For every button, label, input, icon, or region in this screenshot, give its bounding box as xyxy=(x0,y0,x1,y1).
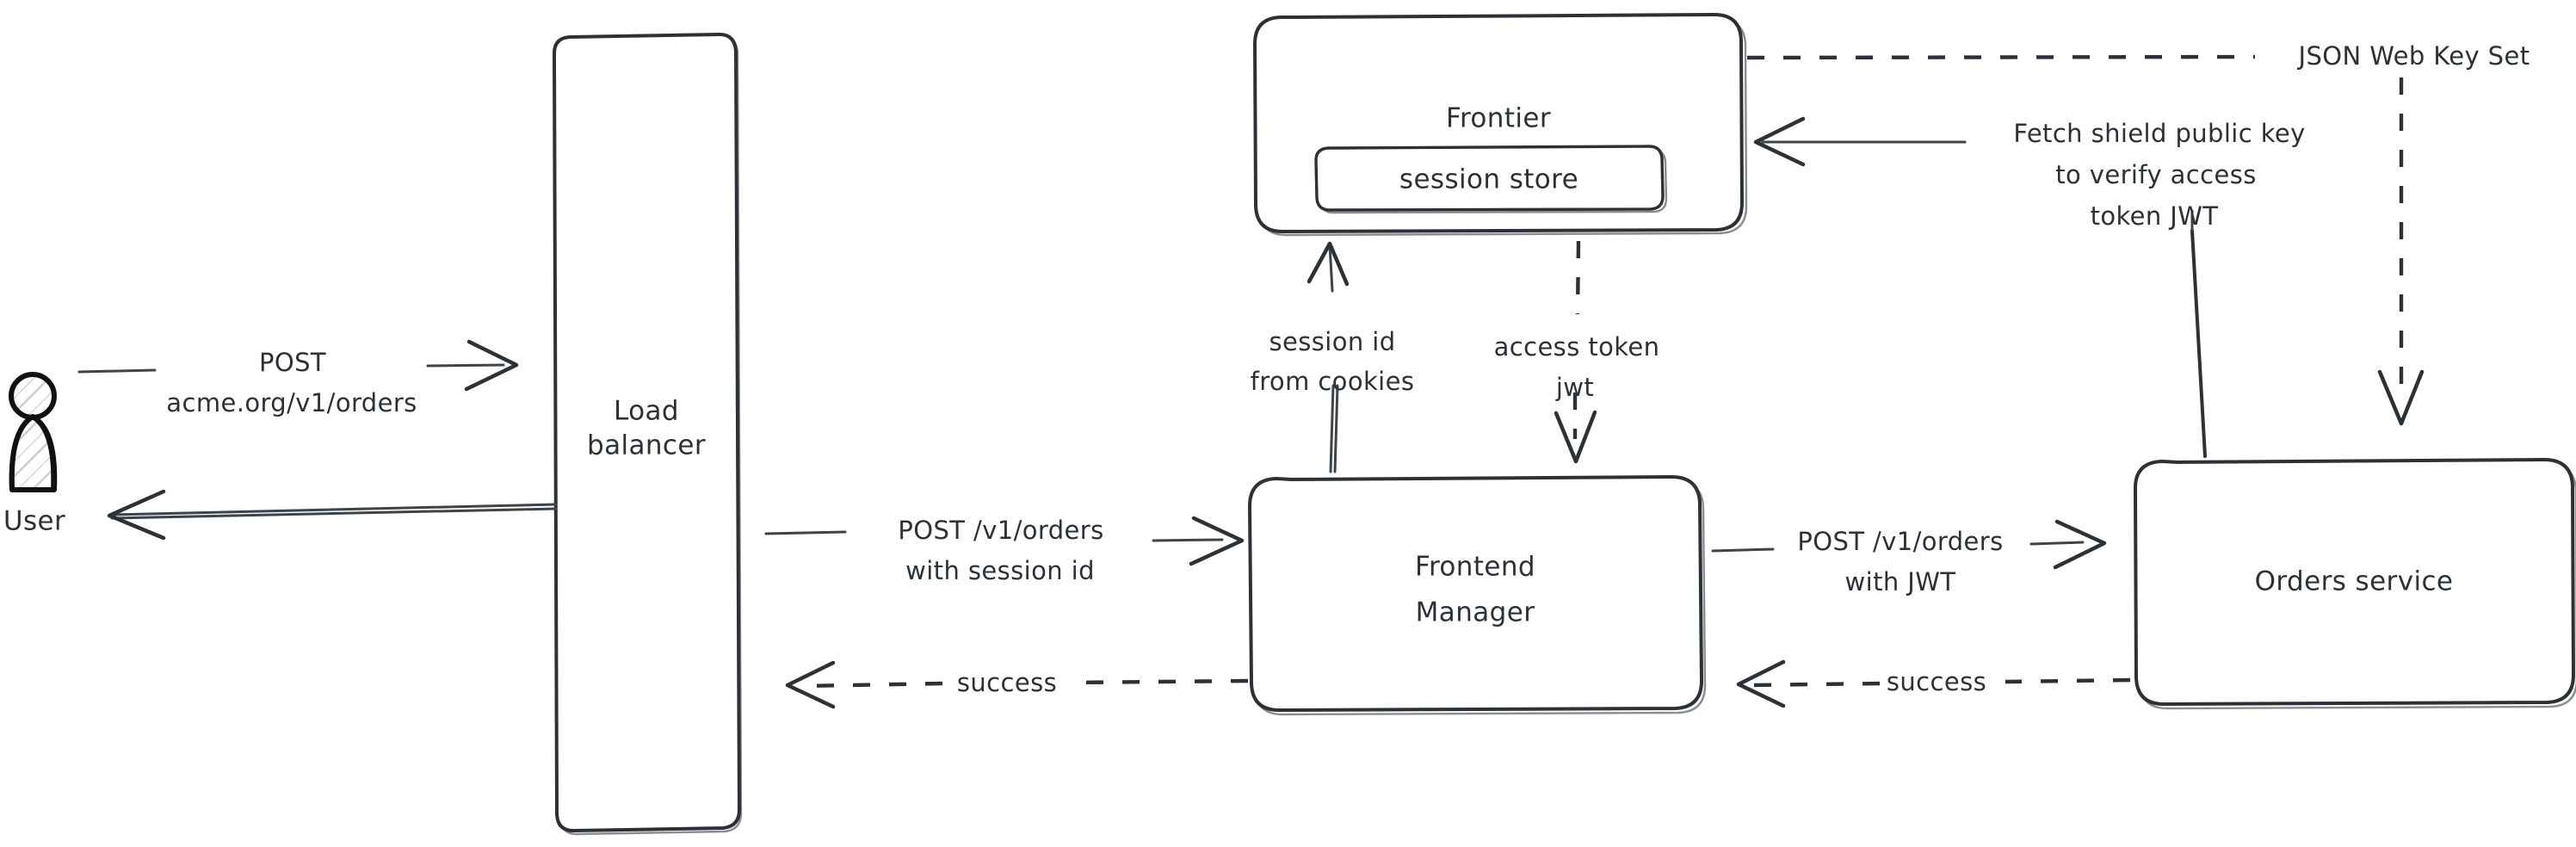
edge-label-success-left: success xyxy=(956,667,1058,697)
edge-label-jwks: JSON Web Key Set xyxy=(2298,40,2530,71)
frontend-manager-node[interactable] xyxy=(1248,475,1707,716)
edge-frontend-manager-to-frontier xyxy=(1307,241,1350,473)
edge-label-session-id-line1: session id xyxy=(1269,326,1396,356)
frontend-manager-label-line1: Frontend xyxy=(1414,551,1536,583)
user-label: User xyxy=(3,505,66,537)
edge-label-fetch-line3: token JWT xyxy=(2090,201,2219,231)
edge-load-balancer-to-frontend-manager xyxy=(764,516,1245,566)
orders-service-label: Orders service xyxy=(2254,566,2454,597)
edge-label-access-token-line1: access token xyxy=(1493,331,1660,362)
edge-label-post-url: acme.org/v1/orders xyxy=(166,387,417,417)
frontier-label: Frontier xyxy=(1445,102,1552,134)
edge-frontier-to-frontend-manager xyxy=(1554,240,1597,464)
load-balancer-node[interactable] xyxy=(553,33,743,836)
edge-label-post-method: POST xyxy=(258,347,327,377)
load-balancer-label-line2: balancer xyxy=(587,430,706,461)
edge-label-lb-fm-line1: POST /v1/orders xyxy=(898,515,1104,545)
edge-label-session-id-line2: from cookies xyxy=(1250,366,1415,396)
edge-frontier-to-orders-service-jwks xyxy=(1746,54,2425,426)
edge-label-lb-fm-line2: with session id xyxy=(905,555,1095,585)
edge-label-access-token-line2: jwt xyxy=(1555,372,1595,402)
edge-user-to-load-balancer xyxy=(77,339,519,392)
edge-orders-service-to-frontend-manager xyxy=(1736,659,2131,708)
edge-load-balancer-to-user xyxy=(107,489,558,541)
frontend-manager-label-line2: Manager xyxy=(1415,597,1535,628)
edge-frontend-manager-to-orders-service xyxy=(1711,519,2107,570)
session-store-node[interactable] xyxy=(1314,145,1668,214)
edge-label-success-right: success xyxy=(1886,666,1987,696)
edge-label-fm-orders-line1: POST /v1/orders xyxy=(1797,526,2004,556)
edge-label-fetch-line2: to verify access xyxy=(2055,159,2257,189)
orders-service-node[interactable] xyxy=(2134,458,2576,710)
edge-label-fetch-line1: Fetch shield public key xyxy=(2013,118,2306,148)
session-store-label: session store xyxy=(1399,164,1579,195)
user-actor-icon xyxy=(9,372,58,492)
edge-label-fm-orders-line2: with JWT xyxy=(1844,566,1956,597)
edge-orders-service-to-frontier xyxy=(1753,116,2207,458)
load-balancer-label-line1: Load xyxy=(614,395,679,427)
edge-frontend-manager-to-load-balancer xyxy=(785,660,1249,709)
